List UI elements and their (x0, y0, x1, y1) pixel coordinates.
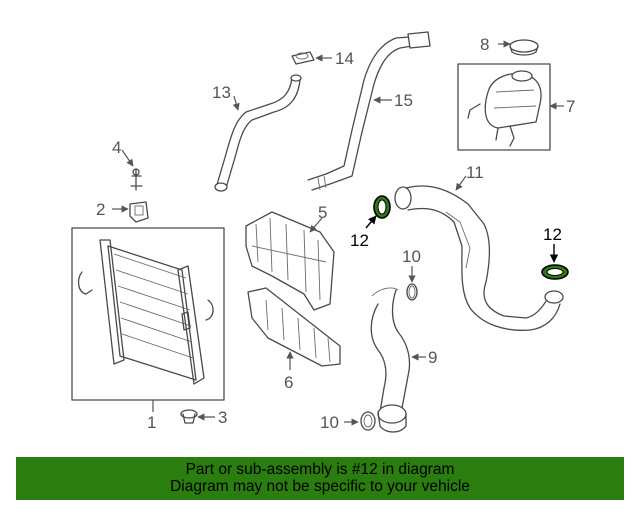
hose-part-9 (370, 287, 411, 433)
clip-part-4 (130, 168, 143, 191)
callout-7: 7 (566, 97, 575, 116)
callout-11: 11 (466, 163, 484, 182)
callout-3: 3 (218, 408, 227, 427)
o-ring-part-10-upper (406, 283, 418, 301)
hose-part-13 (214, 74, 302, 192)
callout-8: 8 (480, 35, 489, 54)
callout-13: 13 (212, 83, 231, 102)
radiator-frame-box (71, 227, 225, 401)
callout-14: 14 (335, 49, 354, 68)
callout-10-upper: 10 (402, 247, 421, 266)
bracket-part-2 (129, 201, 149, 223)
clamp-part-14 (291, 51, 315, 65)
callout-12-left: 12 (350, 231, 369, 250)
callout-10-lower: 10 (320, 413, 339, 432)
banner-line-2: Diagram may not be specific to your vehi… (170, 478, 470, 495)
hose-part-15 (307, 31, 431, 191)
banner-line-1: Part or sub-assembly is #12 in diagram (185, 461, 455, 478)
radiator-assembly (71, 227, 225, 401)
part-info-banner: Part or sub-assembly is #12 in diagram D… (16, 457, 624, 500)
callout-9: 9 (428, 348, 437, 367)
cap-part-8 (509, 39, 539, 56)
callout-5: 5 (318, 203, 327, 222)
hose-part-11 (394, 185, 564, 331)
callout-6: 6 (284, 373, 293, 392)
callout-12-right: 12 (543, 225, 562, 244)
callout-1: 1 (147, 413, 156, 432)
seal-ring-part-12-right (541, 264, 569, 280)
callout-2: 2 (96, 200, 105, 219)
seal-ring-part-12-left (373, 195, 391, 219)
lower-air-guide-part-6 (247, 287, 341, 367)
callout-15: 15 (394, 91, 413, 110)
expansion-tank-part-7 (457, 63, 551, 151)
o-ring-part-10-lower (360, 411, 376, 431)
callout-4: 4 (112, 138, 121, 157)
push-pin-part-3 (180, 409, 198, 424)
upper-shroud-part-5 (245, 211, 335, 311)
